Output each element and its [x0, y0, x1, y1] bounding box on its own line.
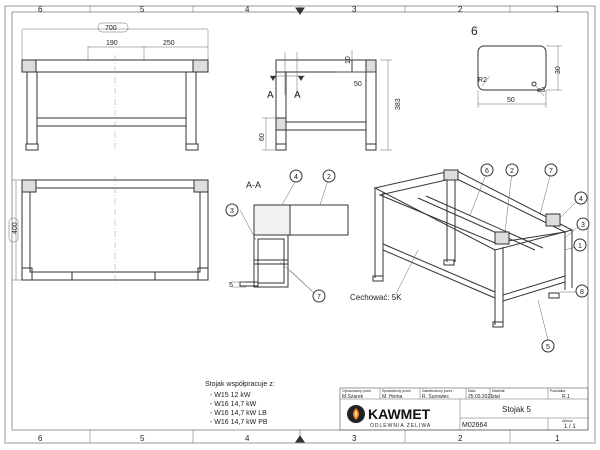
- front-dim-1: 190: [106, 40, 118, 47]
- kawmet-logo: [347, 405, 365, 423]
- tb-approved-by: R. Surowiec: [422, 394, 449, 400]
- centering-marks: [295, 7, 305, 443]
- detail-dim-height: 30: [555, 66, 562, 74]
- balloon-7: 7: [549, 168, 553, 175]
- tb-sheet: 1 / 1: [564, 424, 576, 430]
- notes-item-4: - W16 14,7 kW PB: [210, 419, 268, 426]
- notes-item-3: - W16 14,7 kW LB: [210, 410, 267, 417]
- zone-top-5: 2: [458, 5, 463, 14]
- tb-material-label: Materiał: [492, 389, 505, 393]
- tb-number: M02664: [462, 422, 487, 429]
- zone-bottom-6: 1: [555, 434, 560, 443]
- balloon-5: 6: [485, 168, 489, 175]
- section-mark-left: A: [267, 90, 274, 101]
- section-title: A-A: [246, 180, 261, 190]
- isometric-view: [372, 169, 574, 328]
- detail-view: 6 30 50 R2 ⌀3: [471, 24, 562, 108]
- tb-approved-label: Zatwierdzony przez: [422, 389, 453, 393]
- tb-drawn-by: M.Szarek: [342, 394, 364, 400]
- balloon-2: 2: [327, 174, 331, 181]
- front-view: 700 190 250: [21, 22, 209, 151]
- tb-brand: KAWMET: [368, 406, 431, 422]
- balloon-9: 3: [581, 222, 585, 229]
- zone-top-2: 5: [140, 5, 145, 14]
- plan-view: 400: [8, 176, 209, 284]
- tb-brand-sub: ODLEWNIA ŻELIWA: [370, 422, 431, 429]
- detail-dim-radius: R2: [478, 77, 487, 84]
- section-dim: 5: [229, 282, 233, 289]
- zone-bottom-4: 3: [352, 434, 357, 443]
- balloon-8: 4: [579, 196, 583, 203]
- depth-dim-box: [8, 217, 19, 243]
- front-dim-2: 250: [163, 40, 175, 47]
- balloon-12: 5: [546, 344, 550, 351]
- plan-depth-dim: 400: [12, 222, 19, 234]
- balloon-circles: [225, 163, 590, 353]
- zone-bottom-5: 2: [458, 434, 463, 443]
- width-dim-box: [97, 22, 129, 33]
- tb-checked-by: M. Homa: [382, 394, 403, 400]
- tb-drawn-label: Opracowany przez: [342, 389, 371, 393]
- zone-top-6: 1: [555, 5, 560, 14]
- zone-bottom-2: 5: [140, 434, 145, 443]
- detail-dim-hole: ⌀3: [537, 87, 545, 94]
- tb-material: stal: [492, 394, 500, 400]
- zone-top-4: 3: [352, 5, 357, 14]
- notes-item-1: - W15 12 kW: [210, 392, 251, 399]
- notes-heading: Stojak współpracuje z:: [205, 381, 275, 388]
- balloon-leaders: [239, 171, 581, 341]
- tb-date: 25.03.2021: [468, 394, 493, 400]
- side-dim-4: 60: [259, 133, 266, 141]
- tb-sheet-label: Arkusz: [562, 419, 573, 423]
- tb-checked-label: Sprawdzony przez: [382, 389, 411, 393]
- detail-title: 6: [471, 24, 478, 38]
- tb-scale-label: Podziałka: [550, 389, 565, 393]
- inner-border: [11, 11, 589, 431]
- section-view: A-A 5: [229, 180, 349, 289]
- zone-top-1: 6: [38, 5, 43, 14]
- tb-scale: R.1: [562, 394, 570, 400]
- zone-bottom-1: 6: [38, 434, 43, 443]
- tb-title: Stojak 5: [502, 405, 531, 414]
- side-dim-1: 10: [345, 56, 352, 64]
- balloon-6: 2: [510, 168, 514, 175]
- zone-top-3: 4: [245, 5, 250, 14]
- front-width-dim: 700: [105, 25, 117, 32]
- balloon-11: 8: [580, 289, 584, 296]
- side-view: A A 10 50 383 60: [259, 50, 402, 151]
- detail-dim-width: 50: [507, 97, 515, 104]
- tb-date-label: Data: [468, 389, 475, 393]
- balloon-4: 7: [317, 294, 321, 301]
- section-mark-right: A: [294, 90, 301, 101]
- balloon-10: 1: [578, 243, 582, 250]
- iso-note: Cechować: 5K: [350, 293, 402, 302]
- title-block: Opracowany przez M.Szarek Sprawdzony prz…: [339, 387, 589, 431]
- compatibility-notes: Stojak współpracuje z: - W15 12 kW - W16…: [205, 381, 275, 426]
- iso-note-leader: [395, 249, 419, 295]
- balloon-1: 4: [294, 174, 298, 181]
- zone-bottom-3: 4: [245, 434, 250, 443]
- notes-item-2: - W16 14,7 kW: [210, 401, 257, 408]
- side-dim-2: 50: [354, 81, 362, 88]
- balloon-3: 3: [230, 208, 234, 215]
- side-dim-3: 383: [395, 98, 402, 110]
